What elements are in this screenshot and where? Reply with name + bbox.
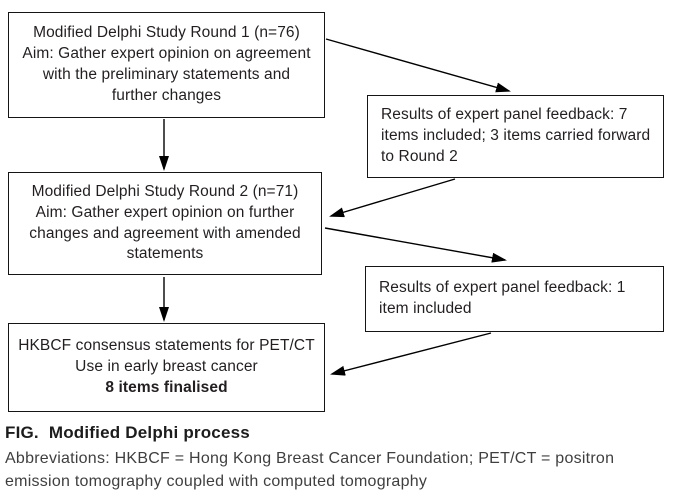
box-results2-line: Results of expert panel feedback: 1 [379,279,626,297]
caption-note-line: emission tomography coupled with compute… [5,472,428,490]
box-round1-line: Aim: Gather expert opinion on agreement [22,45,311,63]
box-round2-line: Aim: Gather expert opinion on further [35,203,295,221]
caption-title-text: Modified Delphi process [48,423,250,442]
flowchart-box-round1: Modified Delphi Study Round 1 (n=76) Aim… [8,12,325,118]
box-results2-line: item included [379,300,472,317]
box-round2-line: Modified Delphi Study Round 2 (n=71) [31,182,299,200]
arrow-results1-to-round2 [329,178,456,218]
box-final-line: HKBCF consensus statements for PET/CT [18,337,315,355]
box-round1-line: with the preliminary statements and [42,66,291,83]
flowchart-box-results2: Results of expert panel feedback: 1 item… [365,266,664,332]
flowchart-box-final: HKBCF consensus statements for PET/CT Us… [8,323,325,412]
box-results1-line: items included; 3 items carried forward [381,127,651,145]
box-final-bold-line: 8 items finalised [105,378,228,396]
box-round1-line: Modified Delphi Study Round 1 (n=76) [33,24,300,42]
flowchart-box-results1: Results of expert panel feedback: 7 item… [367,95,664,178]
box-final-line: Use in early breast cancer [75,358,258,376]
box-results1-line: to Round 2 [381,147,458,165]
box-round2-line: statements [126,245,204,263]
caption-abbreviations: Abbreviations: HKBCF = Hong Kong Breast … [5,448,667,493]
box-round2-line: changes and agreement with amended [29,224,301,242]
flowchart-box-round2: Modified Delphi Study Round 2 (n=71) Aim… [8,172,322,275]
box-round1-line: further changes [111,86,222,104]
caption-title: FIG. Modified Delphi process [5,423,667,443]
figure-caption: FIG. Modified Delphi process Abbreviation… [5,423,667,493]
arrow-round2-to-results2 [324,227,507,263]
caption-note-line: Abbreviations: HKBCF = Hong Kong Breast … [5,450,615,467]
box-results1-line: Results of expert panel feedback: 7 [381,106,628,124]
arrow-results2-to-final [330,332,492,376]
figure-label: FIG. [5,423,39,442]
arrow-round1-to-results1 [325,38,511,93]
